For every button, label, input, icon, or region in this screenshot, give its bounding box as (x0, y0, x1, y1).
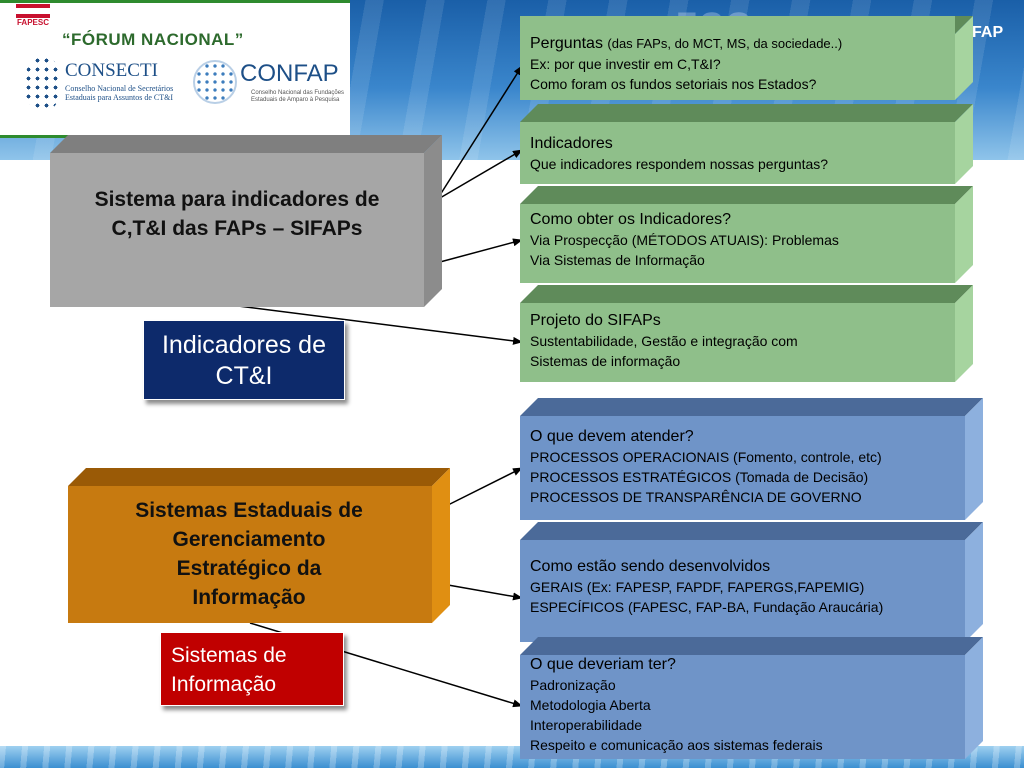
item-como-obter: Como obter os Indicadores? Via Prospecçã… (520, 186, 973, 283)
item-o-que-deveriam-ter-line-2: Metodologia Aberta (530, 697, 651, 713)
item-perguntas-line-1: Ex: por que investir em C,T&I? (530, 56, 721, 72)
arrow-to-como-obter (439, 238, 523, 263)
item-indicadores-line-1: Que indicadores respondem nossas pergunt… (530, 156, 829, 172)
consecti-logo-icon (24, 56, 62, 112)
logo-panel-stripe (0, 0, 350, 3)
logo-panel: FAPESC “FÓRUM NACIONAL” CONSECTI Conselh… (0, 0, 350, 138)
sifaps-title: Sistema para indicadores de C,T&I das FA… (94, 188, 380, 240)
item-perguntas: Perguntas (das FAPs, do MCT, MS, da soci… (520, 16, 973, 100)
item-perguntas-line-2: Como foram os fundos setoriais nos Estad… (530, 76, 817, 92)
item-projeto-sifaps-side (955, 285, 973, 382)
item-como-obter-line-1: Via Prospecção (MÉTODOS ATUAIS): Problem… (530, 232, 839, 248)
forum-title: “FÓRUM NACIONAL” (62, 30, 244, 49)
item-como-estao-side (965, 522, 983, 642)
header-brand-text: FAP (972, 24, 1004, 41)
consecti-subtitle: Conselho Nacional de Secretários Estadua… (65, 84, 174, 102)
item-como-estao-title: Como estão sendo desenvolvidos (530, 558, 771, 575)
item-como-estao-line-2: ESPECÍFICOS (FAPESC, FAP-BA, Fundação Ar… (530, 599, 884, 615)
item-indicadores-side (955, 104, 973, 184)
sistemas-de-informacao-label: Sistemas de Informação (160, 632, 344, 706)
item-projeto-sifaps-top (520, 285, 973, 303)
item-o-que-devem-atender-face: O que devem atender? PROCESSOS OPERACION… (520, 416, 965, 520)
arrow-to-como-estao (447, 584, 523, 601)
item-o-que-deveriam-ter-line-4: Respeito e comunicação aos sistemas fede… (530, 737, 823, 753)
item-projeto-sifaps-face: Projeto do SIFAPs Sustentabilidade, Gest… (520, 303, 955, 382)
item-indicadores-title: Indicadores (530, 135, 613, 152)
sistemas-estaduais-box-side (432, 468, 450, 623)
item-como-obter-title: Como obter os Indicadores? (530, 211, 731, 228)
item-projeto-sifaps-line-1: Sustentabilidade, Gestão e integração co… (530, 333, 798, 349)
item-perguntas-face: Perguntas (das FAPs, do MCT, MS, da soci… (520, 16, 955, 100)
item-projeto-sifaps-line-2: Sistemas de informação (530, 353, 681, 369)
sistemas-estaduais-box-top (68, 468, 450, 486)
item-o-que-devem-atender-title: O que devem atender? (530, 428, 694, 445)
item-o-que-devem-atender-side (965, 398, 983, 520)
arrow-to-projeto (237, 305, 523, 345)
item-o-que-deveriam-ter-line-3: Interoperabilidade (530, 717, 643, 733)
item-indicadores-top (520, 104, 973, 122)
sifaps-box-top (50, 135, 442, 153)
fapesc-logo: FAPESC (8, 4, 58, 27)
item-como-estao-line-1: GERAIS (Ex: FAPESP, FAPDF, FAPERGS,FAPEM… (530, 579, 865, 595)
item-como-obter-top (520, 186, 973, 204)
consecti-logo-text: CONSECTI (65, 60, 158, 81)
item-indicadores-face: Indicadores Que indicadores respondem no… (520, 122, 955, 184)
confap-subtitle: Conselho Nacional das Fundações Estaduai… (251, 90, 345, 103)
arrow-to-perguntas (439, 65, 523, 196)
sifaps-box-face (50, 153, 424, 307)
item-o-que-devem-atender-top (520, 398, 983, 416)
item-o-que-deveriam-ter-top (520, 637, 983, 655)
item-indicadores: Indicadores Que indicadores respondem no… (520, 104, 973, 184)
item-como-estao-face: Como estão sendo desenvolvidos GERAIS (E… (520, 540, 965, 642)
item-o-que-deveriam-ter-title: O que deveriam ter? (530, 656, 676, 673)
item-projeto-sifaps: Projeto do SIFAPs Sustentabilidade, Gest… (520, 285, 973, 382)
item-projeto-sifaps-title: Projeto do SIFAPs (530, 312, 661, 329)
item-perguntas-title: Perguntas (530, 35, 603, 52)
item-o-que-deveriam-ter-line-1: Padronização (530, 677, 616, 693)
confap-logo-text: CONFAP (240, 60, 339, 87)
item-o-que-deveriam-ter-side (965, 637, 983, 759)
sifaps-box-side (424, 135, 442, 307)
item-como-estao-top (520, 522, 983, 540)
indicadores-ct-i-label-text: Indicadores de CT&I (161, 331, 326, 390)
sifaps-box (50, 135, 442, 307)
sistemas-estaduais-box-face (68, 486, 432, 623)
confap-logo-icon (193, 60, 237, 104)
item-o-que-devem-atender-line-2: PROCESSOS ESTRATÉGICOS (Tomada de Decisã… (530, 469, 869, 485)
item-o-que-devem-atender-line-3: PROCESSOS DE TRANSPARÊNCIA DE GOVERNO (530, 489, 862, 505)
item-perguntas-side (955, 16, 973, 100)
fapesc-logo-text: FAPESC (16, 18, 49, 27)
item-o-que-deveriam-ter: O que deveriam ter? Padronização Metodol… (520, 637, 983, 759)
item-o-que-devem-atender-line-1: PROCESSOS OPERACIONAIS (Fomento, control… (530, 449, 882, 465)
item-como-obter-side (955, 186, 973, 283)
fapesc-mark-icon (16, 4, 50, 18)
arrow-to-indicadores (439, 149, 523, 199)
item-o-que-deveriam-ter-face: O que deveriam ter? Padronização Metodol… (520, 655, 965, 759)
item-como-obter-face: Como obter os Indicadores? Via Prospecçã… (520, 204, 955, 283)
indicadores-ct-i-label: Indicadores de CT&I (143, 320, 345, 400)
item-perguntas-note: (das FAPs, do MCT, MS, da sociedade..) (607, 36, 843, 51)
sistemas-estaduais-box (68, 468, 450, 623)
item-como-estao-sendo-desenvolvidos: Como estão sendo desenvolvidos GERAIS (E… (520, 522, 983, 642)
sistemas-de-informacao-label-text: Sistemas de Informação (171, 644, 287, 696)
arrow-to-o-que-devem (447, 467, 523, 506)
item-o-que-devem-atender: O que devem atender? PROCESSOS OPERACION… (520, 398, 983, 520)
sistemas-estaduais-title: Sistemas Estaduais de Gerenciamento Estr… (135, 499, 363, 609)
item-como-obter-line-2: Via Sistemas de Informação (530, 252, 705, 268)
